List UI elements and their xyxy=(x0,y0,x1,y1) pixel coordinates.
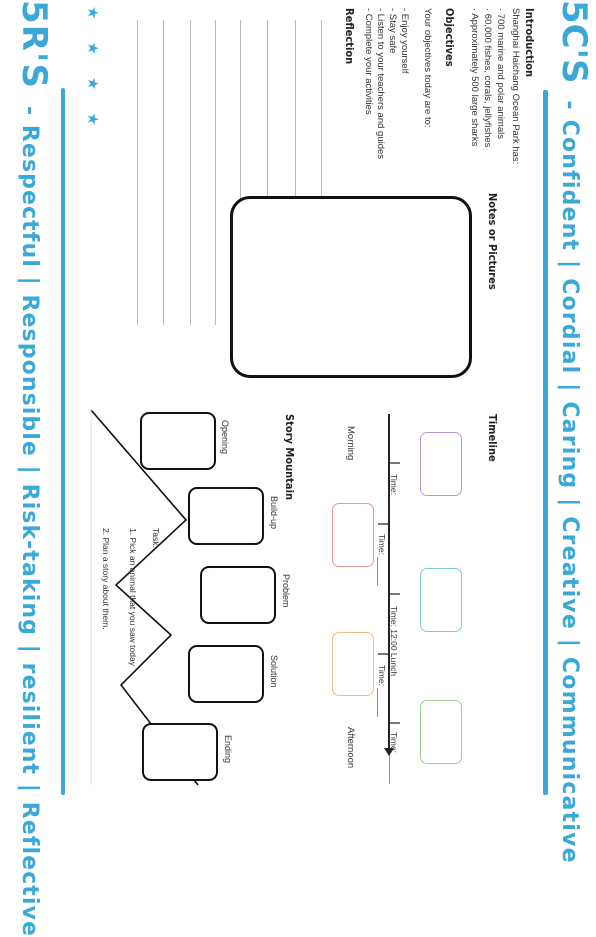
timeline-afternoon-label: Afternoon xyxy=(345,727,356,769)
timeline-tick xyxy=(378,523,388,525)
timeline-time-label: Time: ______ xyxy=(389,732,399,784)
objective-item: - Listen to your teachers and guides xyxy=(375,8,386,160)
introduction-lead: Shanghai Haichang Ocean Park has: xyxy=(510,8,521,165)
five-rs-values: - Respectful | Responsible | Risk-taking… xyxy=(17,97,42,937)
introduction-item: · Approximately 500 large sharks xyxy=(469,8,480,147)
timeline-heading: Timeline xyxy=(486,414,499,462)
timeline-tick xyxy=(390,593,400,595)
timeline-time-label: Time: ______ xyxy=(377,665,387,717)
reflection-line[interactable] xyxy=(190,20,191,325)
objective-item: - Stay safe xyxy=(387,8,398,54)
story-mountain-heading: Story Mountain xyxy=(283,414,296,501)
story-stage-label: Problem xyxy=(281,574,291,608)
five-cs-title: 5C'S xyxy=(554,0,594,84)
story-stage-label: Solution xyxy=(269,655,279,688)
task-item: 2. Plan a story about them. xyxy=(101,528,111,630)
top-accent-bar xyxy=(543,90,548,795)
timeline-time-label: Time: 12:00 Lunch xyxy=(389,606,399,677)
reflection-line[interactable] xyxy=(137,20,138,325)
reflection-heading: Reflection xyxy=(343,8,356,65)
story-mountain-outline xyxy=(90,409,199,786)
timeline-axis xyxy=(388,414,390,754)
story-stage-label: Build-up xyxy=(269,496,279,530)
timeline-slot-box[interactable] xyxy=(332,632,374,696)
timeline-morning-label: Morning xyxy=(345,426,356,461)
star-icons: ★★★★ xyxy=(84,6,101,148)
timeline-tick xyxy=(390,722,400,724)
story-problem-box[interactable] xyxy=(200,566,276,624)
timeline-tick xyxy=(378,653,388,655)
bottom-accent-bar xyxy=(61,88,65,795)
introduction-item: · 700 marine and polar animals xyxy=(495,8,506,139)
story-solution-box[interactable] xyxy=(188,645,264,703)
objective-item: - Enjoy yourself xyxy=(399,8,410,74)
story-opening-box[interactable] xyxy=(140,412,216,470)
five-cs-values: - Confident | Cordial | Caring | Creativ… xyxy=(557,91,582,864)
five-rs-title: 5R'S xyxy=(14,0,54,90)
task-item: 1. Pick an animal that you saw today xyxy=(128,528,138,666)
objectives-heading: Objectives xyxy=(443,8,456,67)
objectives-lead: Your objectives today are to: xyxy=(422,8,433,128)
timeline-tick xyxy=(390,462,400,464)
story-stage-label: Ending xyxy=(223,735,233,764)
story-ending-box[interactable] xyxy=(142,723,218,781)
five-cs-banner: 5C'S - Confident | Cordial | Caring | Cr… xyxy=(554,0,594,864)
task-label: Task: xyxy=(151,528,161,548)
notes-drawing-frame[interactable] xyxy=(230,196,472,378)
notes-heading: Notes or Pictures xyxy=(486,193,499,290)
worksheet: 5C'S - Confident | Cordial | Caring | Cr… xyxy=(0,0,596,795)
story-buildup-box[interactable] xyxy=(188,487,264,545)
timeline-slot-box[interactable] xyxy=(420,568,462,632)
reflection-line[interactable] xyxy=(215,20,216,325)
timeline-time-label: Time: ______ xyxy=(377,534,387,586)
introduction-heading: Introduction xyxy=(523,8,536,78)
timeline-time-label: Time: ______ xyxy=(389,474,399,526)
objective-item: - Complete your activities xyxy=(363,8,374,115)
timeline-slot-box[interactable] xyxy=(332,503,374,567)
story-stage-label: Opening xyxy=(220,420,230,455)
reflection-line[interactable] xyxy=(163,20,164,325)
timeline-slot-box[interactable] xyxy=(420,700,462,764)
five-rs-banner: 5R'S - Respectful | Responsible | Risk-t… xyxy=(14,0,54,937)
timeline-slot-box[interactable] xyxy=(420,432,462,496)
introduction-item: · 60,000 fishes, corals, jellyfishes xyxy=(482,8,493,148)
